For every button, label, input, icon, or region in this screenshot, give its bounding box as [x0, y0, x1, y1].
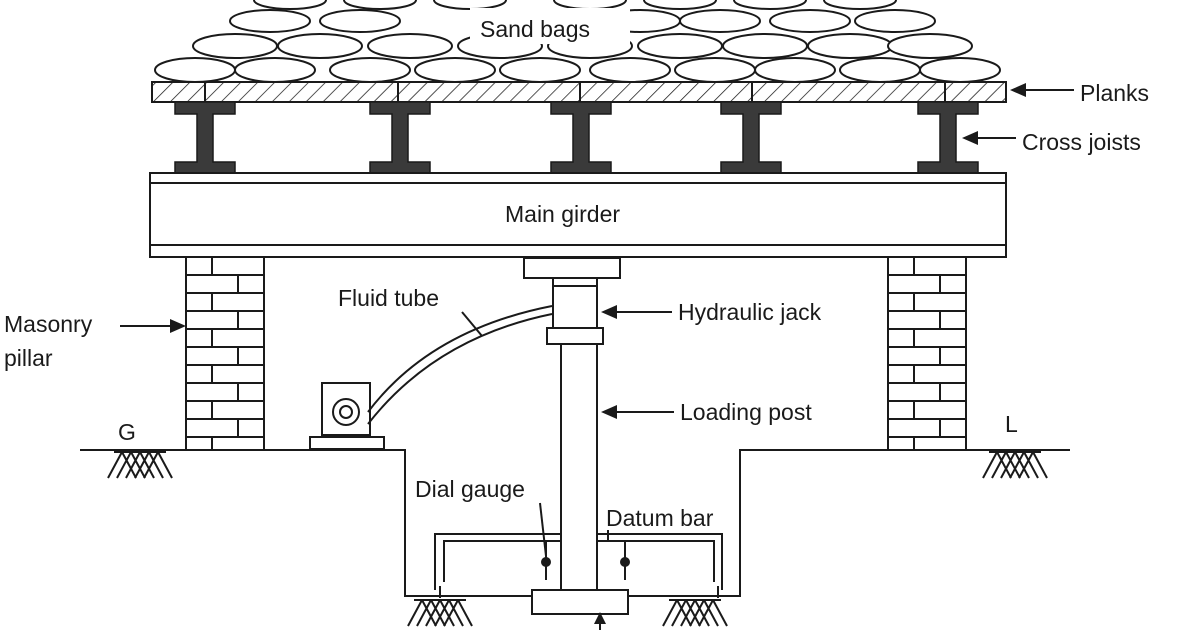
sand-bag [807, 33, 893, 59]
hydraulic-jack-label: Hydraulic jack [678, 299, 822, 325]
dial-gauge-label: Dial gauge [415, 476, 525, 502]
sand-bag [343, 0, 417, 10]
datum-bar [434, 533, 723, 590]
sand-bag [887, 33, 973, 59]
planks [151, 81, 1007, 103]
load-arrow-up [594, 612, 606, 630]
sand-bag [733, 0, 807, 10]
sand-bag [769, 9, 851, 33]
dial-gauge-left [541, 541, 551, 580]
dial-gauge-right [620, 541, 630, 580]
sand-bag [823, 0, 897, 10]
sand-bag [839, 57, 921, 83]
masonry-pillar-left [185, 256, 265, 451]
loading-post-label: Loading post [680, 399, 812, 425]
bearing-plate [531, 589, 629, 615]
sand-bag [329, 57, 411, 83]
sand-bag [154, 57, 236, 83]
sand-bag [414, 57, 496, 83]
sand-bag [679, 9, 761, 33]
sand-bag [722, 33, 808, 59]
sand-bag [192, 33, 278, 59]
sand-bag [754, 57, 836, 83]
sand-bag [553, 0, 627, 10]
sand-bags-label-backdrop [470, 8, 630, 44]
sand-bag [319, 9, 401, 33]
ground-label-g: G [118, 419, 136, 445]
hydraulic-jack [523, 257, 621, 345]
sand-bag [433, 0, 507, 10]
loading-post-arrow [601, 405, 674, 419]
sand-bags-label: Sand bags [480, 16, 590, 42]
main-girder [149, 172, 1007, 258]
sand-bag [234, 57, 316, 83]
dial-gauge-leader [539, 502, 547, 557]
planks-arrow [1010, 83, 1074, 97]
cross-joists-label: Cross joists [1022, 129, 1141, 155]
cross-joists [174, 101, 979, 177]
datum-bar-label: Datum bar [606, 505, 714, 531]
sand-bag [854, 9, 936, 33]
sand-bag [589, 57, 671, 83]
ground-hatching [107, 451, 1048, 627]
sand-bag [253, 0, 327, 10]
hydraulic-pump [309, 382, 385, 450]
cross-joist [550, 101, 612, 177]
sand-bag [919, 57, 1001, 83]
sand-bag [499, 57, 581, 83]
masonry-pillar-arrow [120, 319, 186, 333]
sand-bag [643, 0, 717, 10]
fluid-tube [367, 305, 553, 425]
cross-joists-arrow [962, 131, 1016, 145]
sand-bag [367, 33, 453, 59]
masonry-pillar-label-line2: pillar [4, 345, 53, 371]
loading-post [560, 343, 598, 591]
hydraulic-jack-arrow [601, 305, 672, 319]
cross-joist [174, 101, 236, 177]
cross-joist [369, 101, 431, 177]
sand-bag [637, 33, 723, 59]
sand-bags [154, 0, 1001, 83]
masonry-pillar-label-line1: Masonry [4, 311, 93, 337]
datum-bar-supports [439, 586, 719, 598]
ground-label-l: L [1005, 411, 1018, 437]
planks-label: Planks [1080, 80, 1149, 106]
sand-bag [229, 9, 311, 33]
masonry-pillar-right [887, 256, 967, 451]
cross-joist [720, 101, 782, 177]
sand-bag [277, 33, 363, 59]
sand-bag [674, 57, 756, 83]
fluid-tube-leader [461, 311, 483, 337]
fluid-tube-label: Fluid tube [338, 285, 439, 311]
main-girder-label: Main girder [505, 201, 620, 227]
